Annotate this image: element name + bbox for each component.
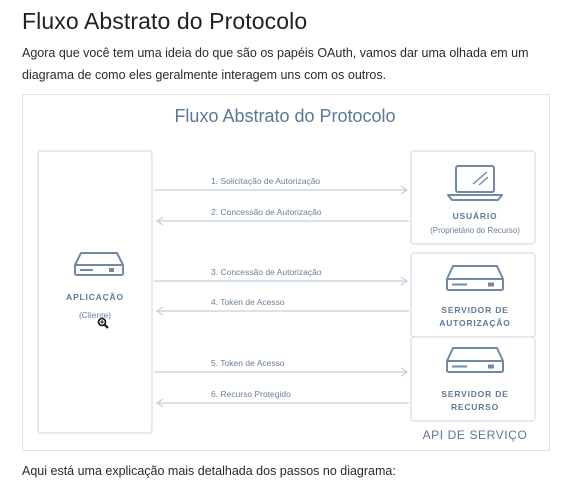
diagram-title: Fluxo Abstrato do Protocolo bbox=[174, 106, 395, 126]
resource-server-label-1: SERVIDOR DE bbox=[441, 389, 508, 399]
step-3-label: 3. Concessão de Autorização bbox=[211, 267, 322, 277]
user-sublabel: (Proprietário do Recurso) bbox=[430, 226, 520, 235]
authorization-server-icon bbox=[446, 265, 504, 291]
authorization-server-label-2: AUTORIZAÇÃO bbox=[439, 318, 510, 328]
service-api-label: API DE SERVIÇO bbox=[423, 428, 528, 442]
resource-server-box bbox=[410, 336, 536, 422]
explanation-intro: Aqui está uma explicação mais detalhada … bbox=[22, 464, 396, 478]
diagram-canvas: Fluxo Abstrato do Protocolo APLICAÇÃO (C… bbox=[37, 106, 536, 442]
application-label: APLICAÇÃO bbox=[66, 292, 124, 302]
intro-line-1: Agora que você tem uma ideia do que são … bbox=[22, 46, 529, 60]
resource-server-label-2: RECURSO bbox=[451, 402, 499, 412]
page-title: Fluxo Abstrato do Protocolo bbox=[22, 8, 308, 34]
user-label: USUÁRIO bbox=[453, 211, 498, 221]
application-server-icon bbox=[74, 252, 124, 276]
arrow-step-3 bbox=[154, 276, 409, 286]
step-2-label: 2. Concessão de Autorização bbox=[211, 207, 322, 217]
arrow-step-6 bbox=[155, 398, 409, 408]
step-4-label: 4. Token de Acesso bbox=[211, 297, 285, 307]
intro-paragraph: Agora que você tem uma ideia do que são … bbox=[22, 42, 562, 86]
resource-server-icon bbox=[446, 347, 504, 373]
laptop-icon bbox=[447, 165, 503, 201]
arrow-step-2 bbox=[155, 216, 409, 226]
arrow-step-4 bbox=[155, 306, 409, 316]
authorization-server-label-1: SERVIDOR DE bbox=[441, 305, 508, 315]
zoom-cursor-icon bbox=[97, 317, 109, 329]
step-1-label: 1. Solicitação de Autorização bbox=[211, 176, 320, 186]
arrow-step-5 bbox=[154, 367, 409, 377]
intro-line-2: diagrama de como eles geralmente interag… bbox=[22, 68, 387, 82]
application-sublabel: (Cliente) bbox=[79, 310, 111, 320]
arrow-step-1 bbox=[154, 185, 409, 195]
application-box bbox=[37, 150, 153, 434]
step-6-label: 6. Recurso Protegido bbox=[211, 389, 291, 399]
protocol-flow-diagram: Fluxo Abstrato do Protocolo APLICAÇÃO (C… bbox=[22, 94, 550, 451]
step-5-label: 5. Token de Acesso bbox=[211, 358, 285, 368]
